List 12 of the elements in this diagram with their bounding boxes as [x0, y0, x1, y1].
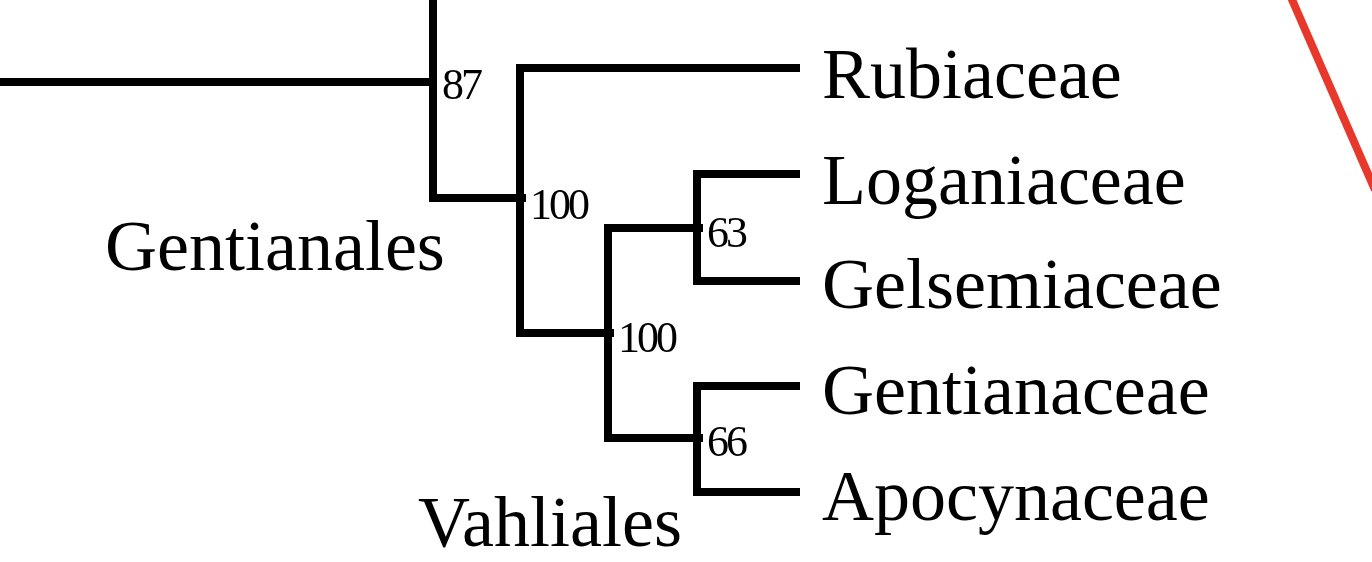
support-value: 63	[703, 211, 745, 255]
taxon-name: Gelsemiaceae	[822, 248, 1222, 320]
support-value: 100	[614, 316, 675, 360]
tree-branch	[429, 0, 437, 82]
clade-label: Gentianales	[105, 210, 445, 282]
support-value: 66	[703, 420, 745, 464]
clade-label: Vahliales	[418, 486, 682, 558]
support-value: 87	[438, 63, 480, 107]
tree-branch	[429, 82, 526, 202]
support-value: 100	[526, 183, 587, 227]
taxon-name: Gentianaceae	[822, 354, 1210, 426]
taxon-name: Rubiaceae	[822, 38, 1122, 110]
